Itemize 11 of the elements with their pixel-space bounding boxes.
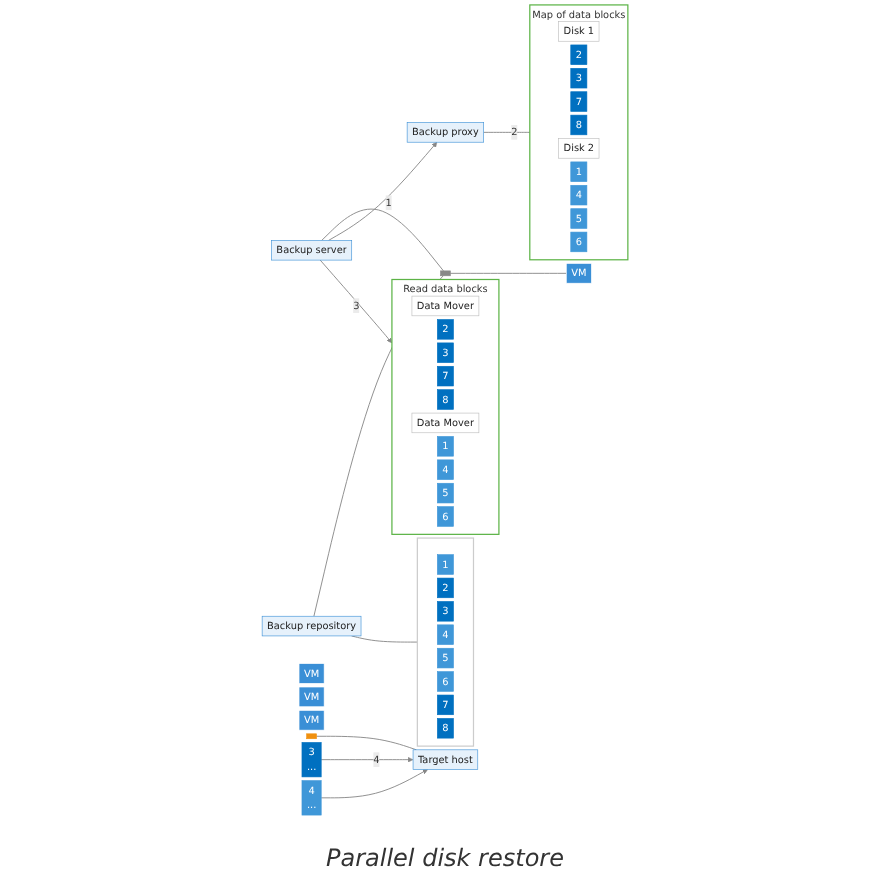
cluster [416, 537, 475, 747]
connector [449, 272, 567, 274]
node-bar [440, 270, 451, 277]
connector [351, 635, 418, 643]
caption-note: Parallel disk restore [326, 844, 564, 872]
node-box [306, 733, 317, 740]
connector [321, 208, 444, 272]
cluster [391, 278, 500, 535]
connector [483, 131, 531, 133]
connector [316, 735, 417, 751]
cluster [529, 4, 629, 261]
